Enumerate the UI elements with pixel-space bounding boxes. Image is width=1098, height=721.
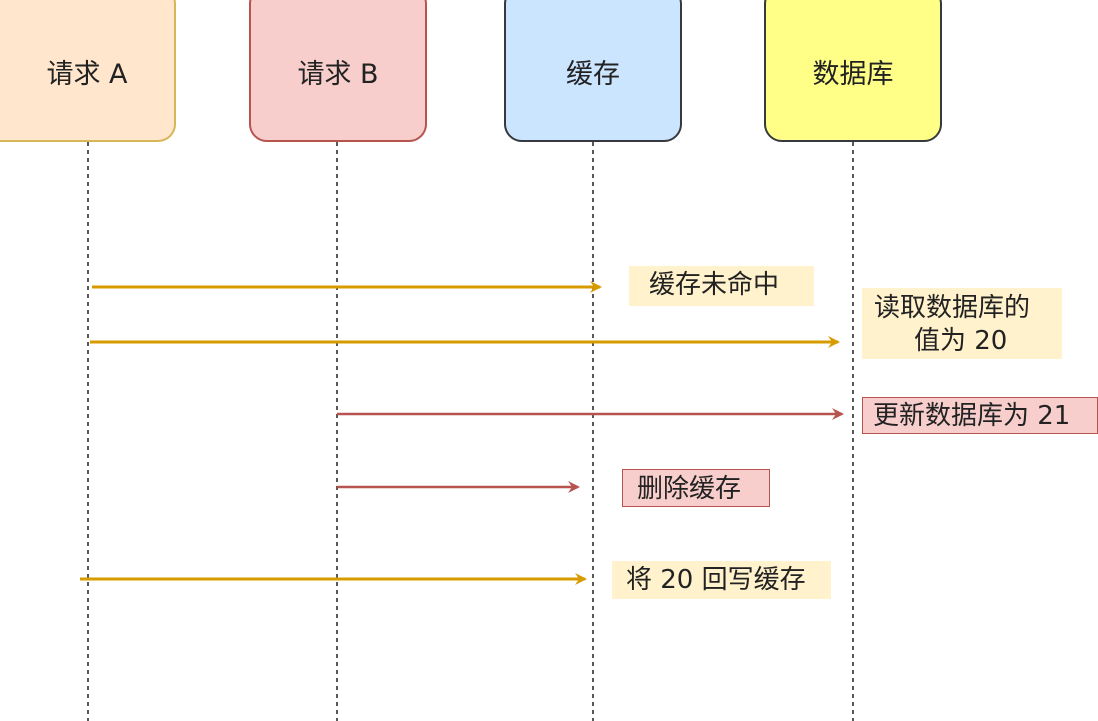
note-read-database: 读取数据库的 值为 20 — [862, 288, 1062, 359]
note-cache-miss: 缓存未命中 — [629, 266, 814, 306]
note-delete-cache: 删除缓存 — [622, 469, 770, 507]
actor-request-b: 请求 B — [249, 0, 427, 142]
actor-label: 请求 B — [297, 58, 379, 90]
note-update-database: 更新数据库为 21 — [862, 397, 1098, 434]
actor-cache: 缓存 — [504, 0, 682, 142]
actor-label: 缓存 — [566, 58, 620, 90]
actor-database: 数据库 — [764, 0, 942, 142]
actor-request-a: 请求 A — [0, 0, 176, 142]
note-write-back-cache: 将 20 回写缓存 — [612, 561, 831, 599]
actor-label: 请求 A — [46, 58, 128, 90]
actor-label: 数据库 — [812, 58, 894, 90]
